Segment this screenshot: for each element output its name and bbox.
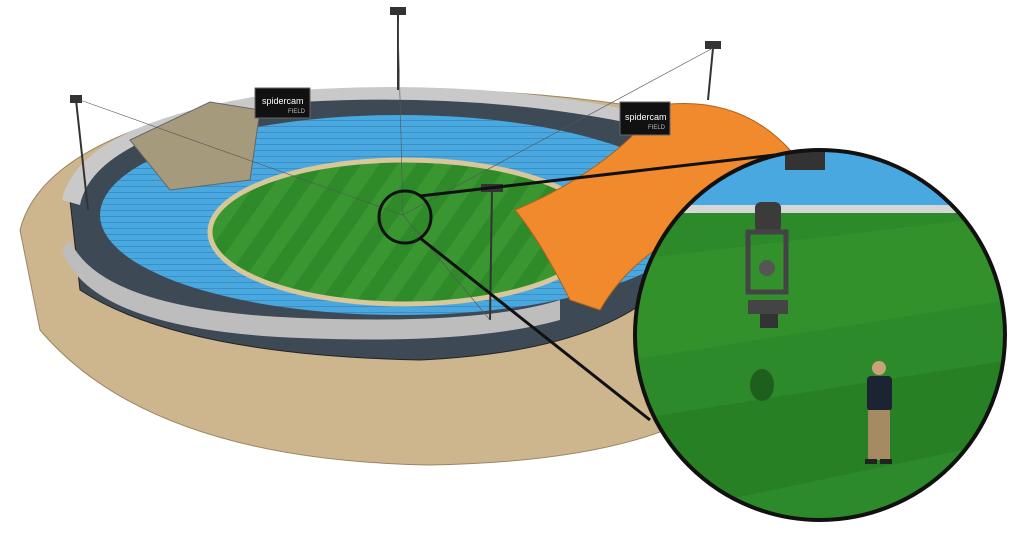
billboard-sub: FIELD [648,125,666,131]
lower-rim [62,240,560,340]
left-stand-roof [129,101,261,191]
camera-shadow [750,369,774,401]
billboard-left: spidercam FIELD [254,87,311,119]
spidercam-camera [745,202,789,328]
callout-source-circle [377,189,433,245]
callout-line-bottom [419,236,651,422]
billboard-brand: spidercam [262,96,304,106]
spidercam-cables [79,19,714,321]
billboard-brand: spidercam [625,112,667,122]
billboard-right: spidercam FIELD [619,101,671,136]
person-figure [865,361,892,464]
callout-line-top [419,153,776,198]
orange-roof [514,102,791,311]
billboard-sub: FIELD [288,109,306,115]
callout-magnified-circle [633,148,1007,522]
